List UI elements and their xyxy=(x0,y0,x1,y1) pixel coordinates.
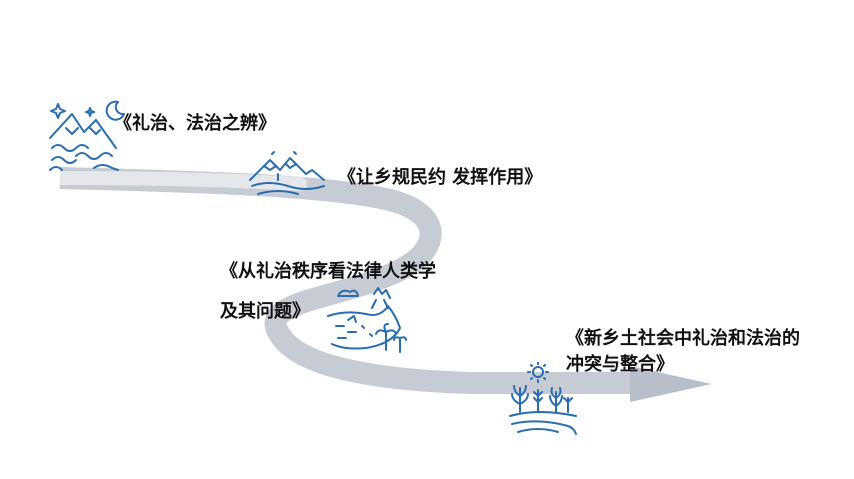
milestone-label-2: 《让乡规民约 发挥作用》 xyxy=(338,167,543,188)
mountain-landscape-icon xyxy=(249,151,325,195)
mountain-night-icon xyxy=(49,100,125,171)
milestone-label-3-line1: 《从礼治秩序看法律人类学 xyxy=(220,261,436,282)
milestone-label-1: 《礼治、法治之辨》 xyxy=(114,113,276,134)
milestone-label-4-line2: 冲突与整合》 xyxy=(566,354,674,375)
beach-island-icon xyxy=(327,287,407,353)
sunny-field-icon xyxy=(509,362,577,435)
milestone-label-3-line2: 及其问题》 xyxy=(220,301,310,322)
road-arrow-head xyxy=(630,366,712,402)
milestone-label-4-line1: 《新乡土社会中礼治和法治的 xyxy=(566,328,800,349)
